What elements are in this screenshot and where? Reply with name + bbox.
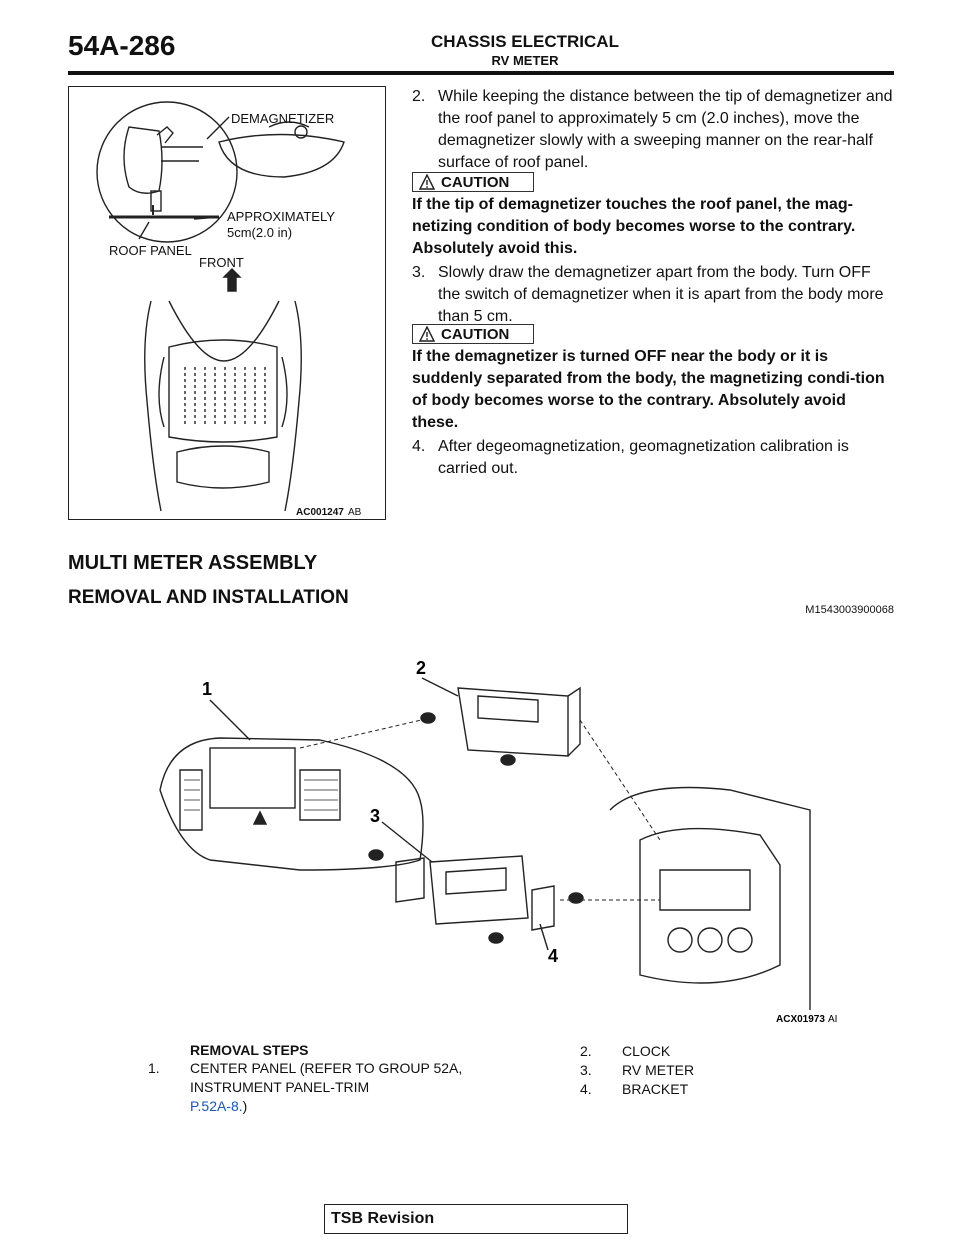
warning-icon [419, 326, 435, 342]
center-panel-outline [159, 737, 424, 871]
header-subtitle: RV METER [491, 53, 559, 68]
removal-step-text: RV METER [622, 1062, 695, 1078]
removal-step-text: BRACKET [622, 1081, 689, 1097]
removal-step-text: CENTER PANEL (REFER TO GROUP 52A, INSTRU… [190, 1060, 463, 1095]
footer-box: TSB Revision [324, 1204, 628, 1234]
callout-3: 3 [370, 806, 380, 826]
callout-1: 1 [202, 679, 212, 699]
step-text: While keeping the distance between the t… [438, 88, 893, 171]
step-text: After degeomagnetization, geomagnetizati… [438, 438, 849, 477]
removal-step-1: 1. CENTER PANEL (REFER TO GROUP 52A, INS… [148, 1059, 488, 1116]
caution-label-2: CAUTION [412, 324, 534, 344]
figure1-code: AC001247 [296, 507, 344, 518]
removal-illustration: 1 2 3 4 ACX01973 AI [159, 658, 837, 1025]
label-roof-panel: ROOF PANEL [109, 243, 192, 258]
label-approximately: APPROXIMATELY [227, 209, 335, 224]
step-number: 2. [412, 88, 426, 105]
removal-step-number: 3. [580, 1062, 592, 1078]
procedure-step-3: 3. Slowly draw the demagnetizer apart fr… [412, 262, 896, 328]
subsection-title: REMOVAL AND INSTALLATION [68, 587, 349, 608]
demagnetizer-illustration: DEMAGNETIZER APPROXIMATELY 5cm(2.0 in) R… [96, 101, 362, 518]
rv-meter-outline [429, 855, 529, 925]
label-demagnetizer: DEMAGNETIZER [231, 111, 334, 126]
caution-text-1: If the tip of demagnetizer touches the r… [412, 196, 856, 257]
bracket-outline [531, 885, 555, 931]
step-text: Slowly draw the demagnetizer apart from … [438, 264, 884, 325]
hand-shape [123, 126, 163, 194]
figure1-code-suffix: AB [348, 507, 362, 518]
header-rule [68, 71, 894, 75]
step-number: 4. [412, 438, 426, 455]
reference-code: M1543003900068 [805, 604, 894, 616]
removal-steps-heading: REMOVAL STEPS [190, 1042, 309, 1058]
removal-diagram: 1 2 3 4 ACX01973 AI [140, 640, 840, 1030]
demagnetizer-figure: DEMAGNETIZER APPROXIMATELY 5cm(2.0 in) R… [68, 86, 386, 520]
footer-label: TSB Revision [331, 1210, 435, 1227]
procedure-step-2: 2. While keeping the distance between th… [412, 86, 896, 174]
page-number: 54A-286 [68, 30, 176, 61]
removal-step-number: 2. [580, 1043, 592, 1059]
section-title: MULTI METER ASSEMBLY [68, 552, 318, 574]
figure2-code-suffix: AI [828, 1014, 837, 1025]
callout-2: 2 [416, 658, 426, 678]
label-distance: 5cm(2.0 in) [227, 225, 292, 240]
removal-step-3: 3. RV METER [580, 1061, 694, 1080]
removal-step-number: 1. [148, 1060, 160, 1076]
reference-link[interactable]: P.52A-8. [190, 1098, 243, 1114]
caution-label-text: CAUTION [441, 326, 510, 343]
step-number: 3. [412, 264, 426, 281]
label-front: FRONT [199, 255, 244, 270]
removal-step-text: CLOCK [622, 1043, 671, 1059]
removal-step-tail: ) [242, 1098, 248, 1114]
removal-step-4: 4. BRACKET [580, 1080, 688, 1099]
caution-label-1: CAUTION [412, 172, 534, 192]
removal-step-number: 4. [580, 1081, 592, 1097]
header-title: CHASSIS ELECTRICAL [431, 32, 619, 51]
caution-text-2: If the demagnetizer is turned OFF near t… [412, 348, 885, 431]
callout-4: 4 [548, 946, 558, 966]
figure2-code: ACX01973 [776, 1014, 825, 1025]
warning-icon [419, 174, 435, 190]
procedure-step-4: 4. After degeomagnetization, geomagnetiz… [412, 436, 896, 480]
caution-label-text: CAUTION [441, 174, 510, 191]
detail-circle [96, 101, 238, 243]
removal-step-2: 2. CLOCK [580, 1042, 670, 1061]
